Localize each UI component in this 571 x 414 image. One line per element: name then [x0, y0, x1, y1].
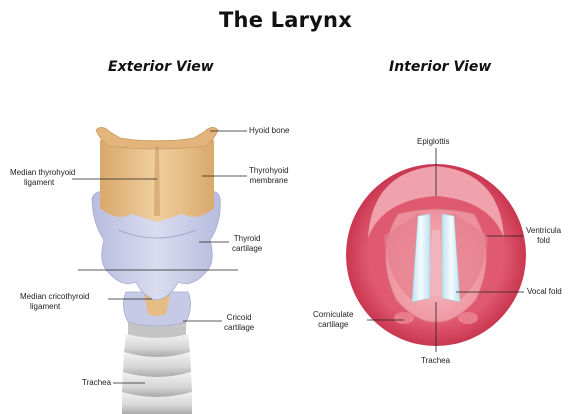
- label-corniculate-line1: Corniculate: [313, 310, 353, 320]
- label-trachea-exterior: Trachea: [82, 378, 111, 388]
- label-corniculate-line2: cartilage: [313, 320, 353, 330]
- label-thyrohyoid-line1: Thyrohyoid: [249, 166, 289, 176]
- label-trachea-interior: Trachea: [421, 356, 450, 366]
- trachea-rings: [122, 318, 192, 414]
- label-ventricular-fold: Ventricula fold: [526, 226, 561, 246]
- label-corniculate-cartilage: Corniculate cartilage: [313, 310, 353, 330]
- label-epiglottis: Epiglottis: [417, 137, 449, 147]
- label-thyroid-line1: Thyroid: [232, 234, 262, 244]
- label-cricoid-line1: Cricoid: [224, 313, 254, 323]
- trachea-opening: [430, 230, 442, 296]
- label-cricoid-line2: cartilage: [224, 323, 254, 333]
- label-median-thyrohyoid-ligament: Median thyrohyoid ligament: [10, 168, 75, 188]
- label-thyrohyoid-membrane: Thyrohyoid membrane: [249, 166, 289, 186]
- exterior-larynx: [92, 127, 220, 414]
- corniculate-cartilage-right: [458, 312, 478, 324]
- label-vocal-fold: Vocal fold: [527, 287, 562, 297]
- label-ventricular-line2: fold: [526, 236, 561, 246]
- label-median-cricothyroid-line1: Median cricothyroid: [20, 292, 89, 302]
- label-median-cricothyroid-ligament: Median cricothyroid ligament: [20, 292, 89, 312]
- label-median-thyrohyoid-line2: ligament: [10, 178, 75, 188]
- hyoid-bone: [96, 127, 218, 149]
- label-thyrohyoid-line2: membrane: [249, 176, 289, 186]
- label-thyroid-cartilage: Thyroid cartilage: [232, 234, 262, 254]
- label-hyoid-bone: Hyoid bone: [249, 126, 289, 136]
- label-ventricular-line1: Ventricula: [526, 226, 561, 236]
- label-median-thyrohyoid-line1: Median thyrohyoid: [10, 168, 75, 178]
- corniculate-cartilage-left: [394, 312, 414, 324]
- label-median-cricothyroid-line2: ligament: [20, 302, 89, 312]
- label-thyroid-line2: cartilage: [232, 244, 262, 254]
- label-cricoid-cartilage: Cricoid cartilage: [224, 313, 254, 333]
